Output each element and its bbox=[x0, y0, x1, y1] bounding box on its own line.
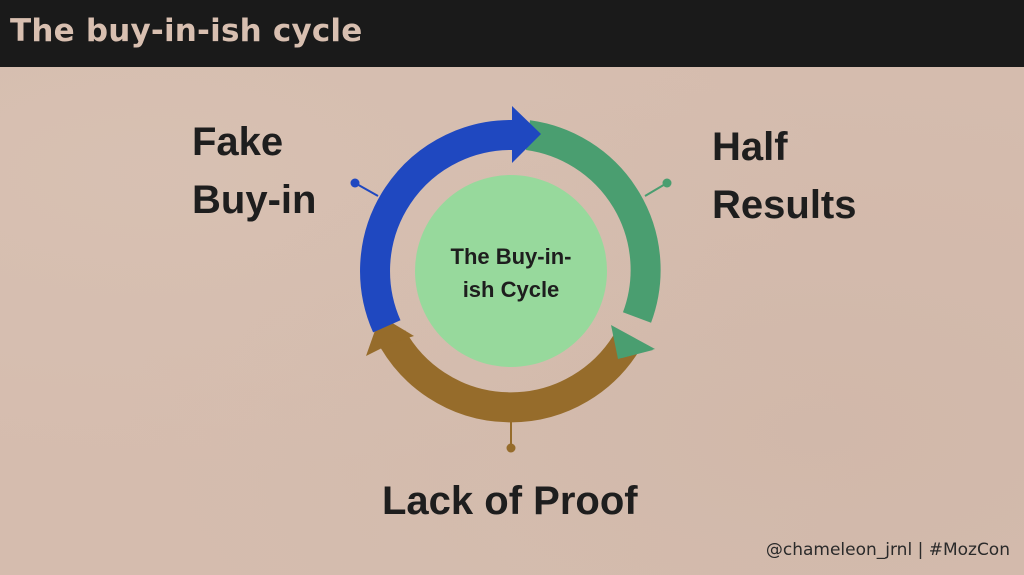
pin-dot-fake-buy-in bbox=[350, 178, 360, 188]
stage-label-lack-of-proof: Lack of Proof bbox=[382, 472, 638, 530]
stage-label-fake-buy-in: Fake Buy-in bbox=[192, 113, 316, 229]
center-label-line-1: The Buy-in- bbox=[450, 244, 572, 269]
pin-dot-lack-of-proof bbox=[506, 443, 516, 453]
half-results-arrow bbox=[525, 120, 672, 359]
stage-label-line: Fake bbox=[192, 120, 284, 164]
stage-label-line: Lack of Proof bbox=[382, 479, 638, 523]
stage-label-line: Results bbox=[712, 183, 857, 227]
slide-title: The buy-in-ish cycle bbox=[10, 13, 363, 49]
stage-label-half-results: Half Results bbox=[712, 118, 857, 234]
title-bar: The buy-in-ish cycle bbox=[0, 0, 1024, 67]
pin-dot-half-results bbox=[662, 178, 672, 188]
stage-label-line: Buy-in bbox=[192, 178, 317, 222]
center-label-line-2: ish Cycle bbox=[462, 277, 560, 302]
stage-label-line: Half bbox=[712, 125, 788, 169]
fake-buy-in-arrow bbox=[350, 106, 541, 333]
center-circle bbox=[415, 175, 607, 367]
footer-credit: @chameleon_jrnl | #MozCon bbox=[765, 540, 1010, 560]
center-label: The Buy-in- ish Cycle bbox=[430, 240, 592, 306]
